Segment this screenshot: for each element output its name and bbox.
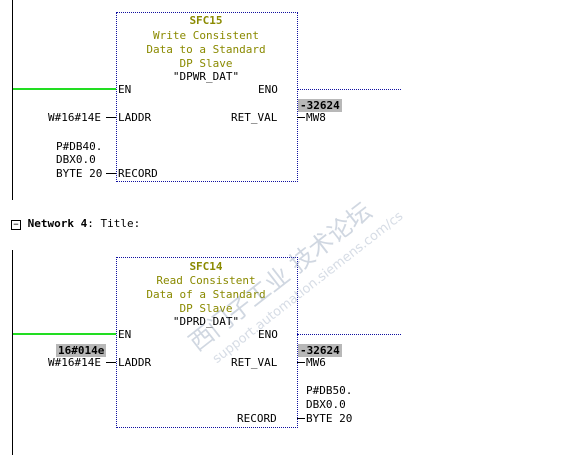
- sfc15-block[interactable]: [116, 12, 298, 182]
- record-wire: [106, 173, 116, 174]
- pin-laddr: LADDR: [118, 356, 152, 369]
- pin-en: EN: [118, 83, 132, 96]
- block-description-line: DP Slave: [179, 57, 233, 70]
- record-value-line[interactable]: BYTE 20: [56, 167, 103, 180]
- ret-val-status: -32624: [298, 344, 342, 357]
- block-description-line: DP Slave: [179, 302, 233, 315]
- ret-val-operand[interactable]: MW6: [306, 356, 326, 369]
- block-description-line: Data to a Standard: [146, 43, 266, 56]
- collapse-toggle-icon[interactable]: −: [11, 220, 21, 230]
- ret-val-status: -32624: [298, 99, 342, 112]
- network-title[interactable]: Title:: [100, 217, 141, 230]
- laddr-value[interactable]: W#16#14E: [48, 356, 101, 369]
- ret-val-operand[interactable]: MW8: [306, 111, 326, 124]
- block-description-line: Write Consistent: [153, 29, 259, 42]
- block-name: SFC14: [189, 260, 223, 273]
- record-value-line[interactable]: BYTE 20: [306, 412, 353, 425]
- record-value-line[interactable]: P#DB50.: [306, 384, 353, 397]
- block-description-line: Data of a Standard: [146, 288, 266, 301]
- laddr-wire: [106, 362, 116, 363]
- eno-wire: [297, 334, 401, 335]
- network-title-separator: :: [87, 217, 101, 230]
- block-symbol: "DPRD_DAT": [172, 315, 240, 328]
- sfc14-block[interactable]: [116, 257, 298, 428]
- en-power-flow: [13, 333, 116, 335]
- pin-ret-val: RET_VAL: [231, 111, 278, 124]
- network-label: Network 4: [27, 217, 88, 230]
- record-value-line[interactable]: DBX0.0: [56, 153, 96, 166]
- power-rail: [12, 0, 13, 200]
- ret-val-wire: [297, 117, 305, 118]
- pin-laddr: LADDR: [118, 111, 152, 124]
- pin-ret-val: RET_VAL: [231, 356, 278, 369]
- record-value-line[interactable]: P#DB40.: [56, 140, 103, 153]
- network-4-header[interactable]: − Network 4: Title:: [11, 217, 140, 230]
- block-name: SFC15: [189, 14, 223, 27]
- record-wire: [297, 418, 305, 419]
- block-description-line: Read Consistent: [156, 274, 256, 287]
- pin-eno: ENO: [258, 328, 278, 341]
- eno-wire: [297, 89, 401, 90]
- ret-val-wire: [297, 362, 305, 363]
- record-value-line[interactable]: DBX0.0: [306, 398, 346, 411]
- pin-record: RECORD: [118, 167, 158, 180]
- power-rail: [12, 250, 13, 455]
- pin-record: RECORD: [237, 412, 277, 425]
- laddr-value[interactable]: W#16#14E: [48, 111, 101, 124]
- pin-eno: ENO: [258, 83, 278, 96]
- block-symbol: "DPWR_DAT": [172, 70, 240, 83]
- laddr-wire: [106, 117, 116, 118]
- en-power-flow: [13, 88, 116, 90]
- pin-en: EN: [118, 328, 132, 341]
- laddr-status: 16#014e: [56, 344, 107, 357]
